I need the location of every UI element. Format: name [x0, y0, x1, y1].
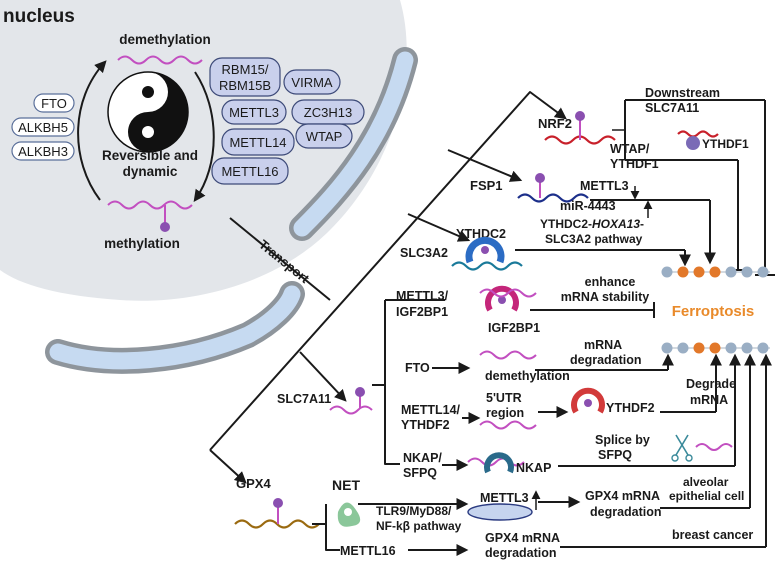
degrade-line2: mRNA [690, 393, 728, 407]
enhance-line2: mRNA stability [561, 290, 649, 304]
downstream-line2: SLC7A11 [645, 101, 699, 115]
nkap-label: NKAP [516, 461, 551, 475]
mettl16-label: METTL16 [340, 544, 396, 558]
enhance-line1: enhance [585, 275, 636, 289]
demethylation2-label: demethylation [485, 369, 570, 383]
slc7a11-label: SLC7A11 [277, 392, 331, 406]
tlr-line1: TLR9/MyD88/ [376, 504, 452, 518]
center-line2: dynamic [123, 164, 178, 179]
hoxa-line1: YTHDC2-HOXA13- [540, 217, 644, 231]
scissors-icon [671, 434, 693, 462]
downstream-line1: Downstream [645, 86, 720, 100]
utr-line2: region [486, 406, 524, 420]
mettl3-igf-line1: METTL3/ [396, 289, 449, 303]
utr-line1: 5'UTR [486, 391, 522, 405]
mettl14-line1: METTL14/ [401, 403, 461, 417]
slc3a2-label: SLC3A2 [400, 246, 448, 260]
mettl3-net-label: METTL3 [480, 491, 529, 505]
nkap-sfpq-line2: SFPQ [403, 466, 437, 480]
mrna-deg-line1: mRNA [584, 338, 622, 352]
gpx4-deg2-line1: GPX4 mRNA [485, 531, 560, 545]
net-label: NET [332, 477, 360, 493]
hoxa-line2: SLC3A2 pathway [545, 232, 643, 246]
eraser-alkbh3: ALKBH3 [18, 144, 68, 159]
mir-label: miR-4443 [560, 199, 616, 213]
ythdf1-label: YTHDF1 [702, 137, 749, 151]
writer-virma: VIRMA [291, 75, 333, 90]
writer-mettl3: METTL3 [229, 105, 279, 120]
nrf2-label: NRF2 [538, 116, 572, 131]
ferroptosis-membrane [661, 266, 770, 354]
writer-rbm15b: RBM15B [219, 78, 271, 93]
gpx4-deg-line2: degradation [590, 505, 662, 519]
alveolar-line1: alveolar [683, 475, 729, 489]
demethylation-label: demethylation [119, 32, 211, 47]
splice-line2: SFPQ [598, 448, 632, 462]
splice-line1: Splice by [595, 433, 650, 447]
m6a-dot [160, 222, 170, 232]
wtap-ythdf1-line2: YTHDF1 [610, 157, 659, 171]
alveolar-line2: epithelial cell [669, 489, 744, 503]
mettl3-top-label: METTL3 [580, 179, 629, 193]
mrna-deg-line2: degradation [570, 353, 642, 367]
mettl14-line2: YTHDF2 [401, 418, 450, 432]
rna-fsp1 [517, 193, 589, 203]
breast-label: breast cancer [672, 528, 753, 542]
gpx4-deg-line1: GPX4 mRNA [585, 489, 660, 503]
rna-demethylated [117, 55, 203, 65]
rna-slc3a2 [451, 261, 523, 271]
writer-wtap: WTAP [306, 129, 343, 144]
center-line1: Reversible and [102, 148, 198, 163]
rna-slc7a11 [329, 405, 373, 415]
gpx4-deg2-line2: degradation [485, 546, 557, 560]
fto-label: FTO [405, 361, 430, 375]
ythdf2-label: YTHDF2 [606, 401, 655, 415]
tlr-line2: NF-kβ pathway [376, 519, 462, 533]
writer-mettl14: METTL14 [229, 135, 286, 150]
nucleus-title: nucleus [3, 6, 75, 27]
methylation-label: methylation [104, 236, 180, 251]
nkap-sfpq-line1: NKAP/ [403, 451, 442, 465]
ythdc2-label: YTHDC2 [456, 227, 506, 241]
writer-rbm15: RBM15/ [222, 62, 269, 77]
writer-mettl16: METTL16 [221, 164, 278, 179]
writer-zc3h13: ZC3H13 [304, 105, 352, 120]
eraser-alkbh5: ALKBH5 [18, 120, 68, 135]
wtap-ythdf1-line1: WTAP/ [610, 142, 650, 156]
degrade-line1: Degrade [686, 377, 736, 391]
net-icon [337, 502, 361, 527]
eraser-fto: FTO [41, 96, 67, 111]
yin-yang-icon [107, 71, 189, 153]
igf2bp1-label: IGF2BP1 [488, 321, 540, 335]
ferroptosis-label: Ferroptosis [672, 303, 755, 320]
rna-methylated [107, 200, 193, 210]
mettl3-igf-line2: IGF2BP1 [396, 305, 448, 319]
gpx4-label: GPX4 [236, 476, 271, 491]
fsp1-label: FSP1 [470, 178, 503, 193]
